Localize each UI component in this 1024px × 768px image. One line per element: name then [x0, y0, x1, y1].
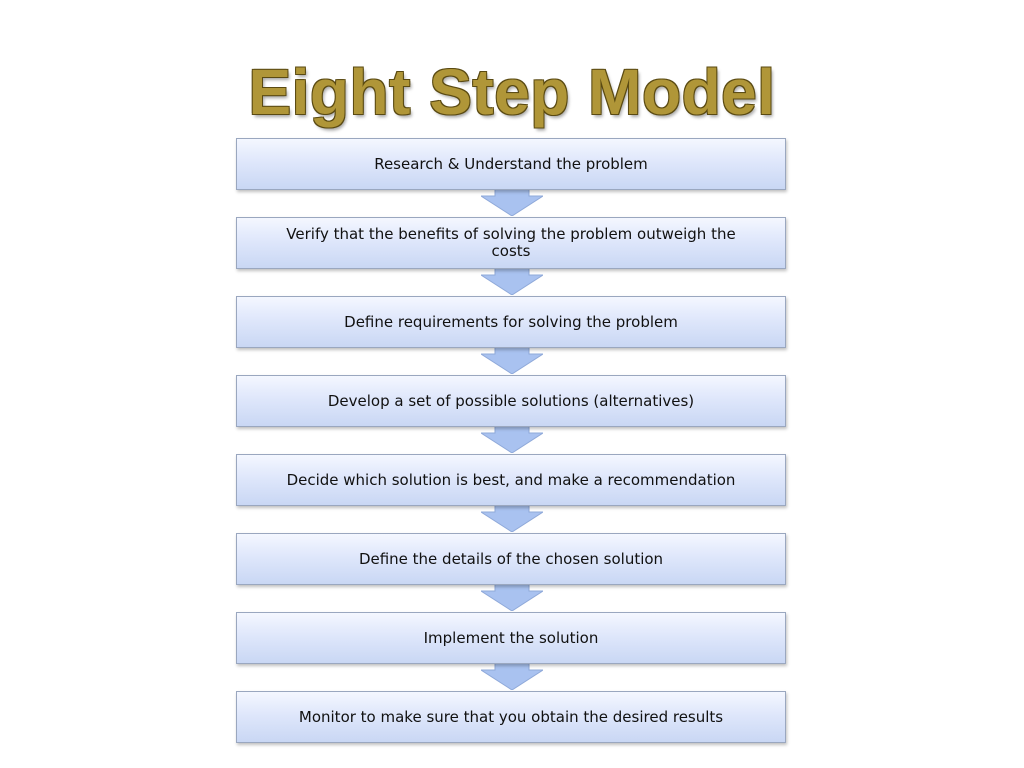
down-arrow-icon — [481, 188, 543, 216]
step-box: Verify that the benefits of solving the … — [236, 217, 786, 269]
down-arrow-icon — [481, 346, 543, 374]
down-arrow-icon — [481, 267, 543, 295]
down-arrow-icon — [481, 583, 543, 611]
page-title: Eight Step Model — [248, 56, 776, 128]
step-box: Decide which solution is best, and make … — [236, 454, 786, 506]
down-arrow-icon — [481, 504, 543, 532]
step-box: Define the details of the chosen solutio… — [236, 533, 786, 585]
step-box: Monitor to make sure that you obtain the… — [236, 691, 786, 743]
down-arrow-icon — [481, 425, 543, 453]
step-box: Define requirements for solving the prob… — [236, 296, 786, 348]
step-box: Develop a set of possible solutions (alt… — [236, 375, 786, 427]
step-box: Implement the solution — [236, 612, 786, 664]
down-arrow-icon — [481, 662, 543, 690]
step-box: Research & Understand the problem — [236, 138, 786, 190]
